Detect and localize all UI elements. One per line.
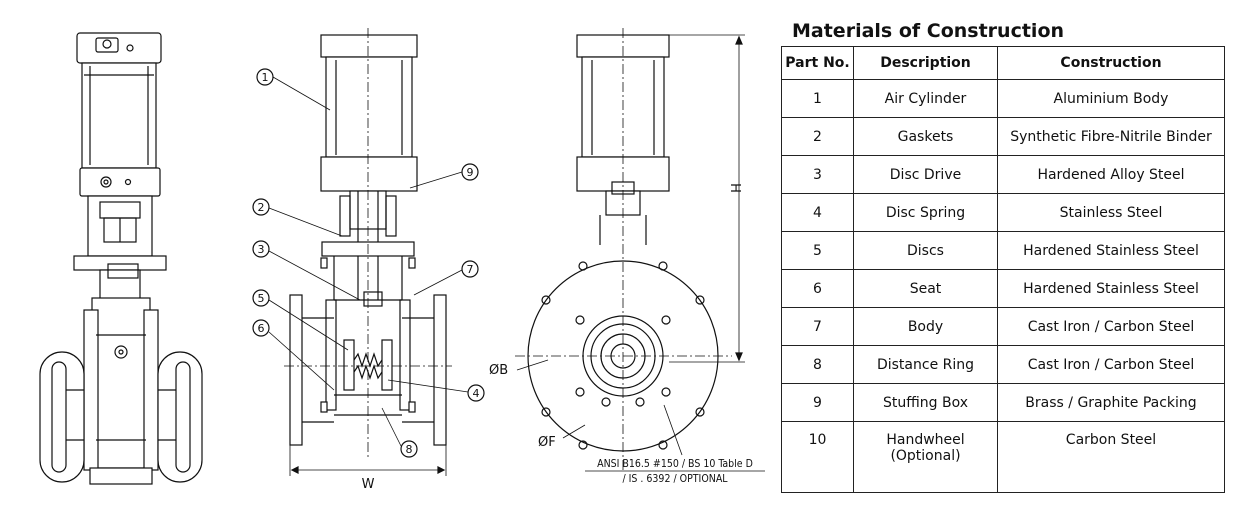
header-construction: Construction [997, 46, 1225, 80]
part-no: 8 [781, 345, 854, 384]
part-construction: Aluminium Body [997, 79, 1225, 118]
part-no: 10 [781, 421, 854, 493]
svg-text:7: 7 [467, 263, 474, 276]
part-no: 3 [781, 155, 854, 194]
part-construction: Cast Iron / Carbon Steel [997, 307, 1225, 346]
part-description: Air Cylinder [853, 79, 998, 118]
callout-2: 2 [252, 198, 343, 237]
part-description: Stuffing Box [853, 383, 998, 422]
width-dim-label: W [362, 477, 375, 492]
bolt-circle-label: ØB [489, 363, 508, 378]
part-construction: Synthetic Fibre-Nitrile Binder [997, 117, 1225, 156]
svg-text:9: 9 [467, 166, 474, 179]
part-construction: Cast Iron / Carbon Steel [997, 345, 1225, 384]
callout-7: 7 [413, 260, 479, 296]
part-construction: Brass / Graphite Packing [997, 383, 1225, 422]
part-no: 5 [781, 231, 854, 270]
part-construction: Hardened Stainless Steel [997, 231, 1225, 270]
svg-text:2: 2 [258, 201, 265, 214]
callout-6: 6 [252, 319, 335, 391]
callout-1: 1 [256, 68, 331, 111]
part-no: 4 [781, 193, 854, 232]
callout-9: 9 [409, 163, 479, 189]
part-construction: Stainless Steel [997, 193, 1225, 232]
part-description: Disc Spring [853, 193, 998, 232]
part-description: Disc Drive [853, 155, 998, 194]
part-description: Body [853, 307, 998, 346]
callout-5: 5 [252, 289, 349, 351]
part-description: Seat [853, 269, 998, 308]
part-no: 6 [781, 269, 854, 308]
header-part-no: Part No. [781, 46, 854, 80]
svg-text:5: 5 [258, 292, 265, 305]
svg-text:6: 6 [258, 322, 265, 335]
svg-text:3: 3 [258, 243, 265, 256]
standard-note-line2: / IS . 6392 / OPTIONAL [622, 473, 728, 485]
part-no: 9 [781, 383, 854, 422]
svg-text:8: 8 [406, 443, 413, 456]
standard-note-line1: ANSI B16.5 #150 / BS 10 Table D [597, 458, 753, 470]
part-description: Discs [853, 231, 998, 270]
part-construction: Carbon Steel [997, 421, 1225, 493]
valve-3d-view [39, 32, 203, 485]
table-header-row: Part No. Description Construction [781, 46, 1225, 80]
part-description: Distance Ring [853, 345, 998, 384]
part-no: 1 [781, 79, 854, 118]
part-no: 2 [781, 117, 854, 156]
materials-title: Materials of Construction [792, 20, 1065, 42]
header-description: Description [853, 46, 998, 80]
valve-drawings: 1 2 3 5 6 9 7 4 8 W [39, 28, 765, 492]
part-no: 7 [781, 307, 854, 346]
height-dim-label: H [727, 183, 742, 193]
part-description: Gaskets [853, 117, 998, 156]
part-construction: Hardened Alloy Steel [997, 155, 1225, 194]
callouts: 1 2 3 5 6 9 7 4 8 [252, 68, 485, 458]
part-description: Handwheel (Optional) [853, 421, 998, 493]
callout-3: 3 [252, 240, 361, 301]
valve-section-view [284, 28, 452, 476]
svg-text:1: 1 [262, 71, 269, 84]
flange-dia-label: ØF [538, 435, 556, 450]
valve-front-view [515, 28, 745, 470]
callout-8: 8 [381, 407, 418, 458]
svg-text:4: 4 [473, 387, 480, 400]
part-construction: Hardened Stainless Steel [997, 269, 1225, 308]
callout-4: 4 [387, 379, 485, 402]
